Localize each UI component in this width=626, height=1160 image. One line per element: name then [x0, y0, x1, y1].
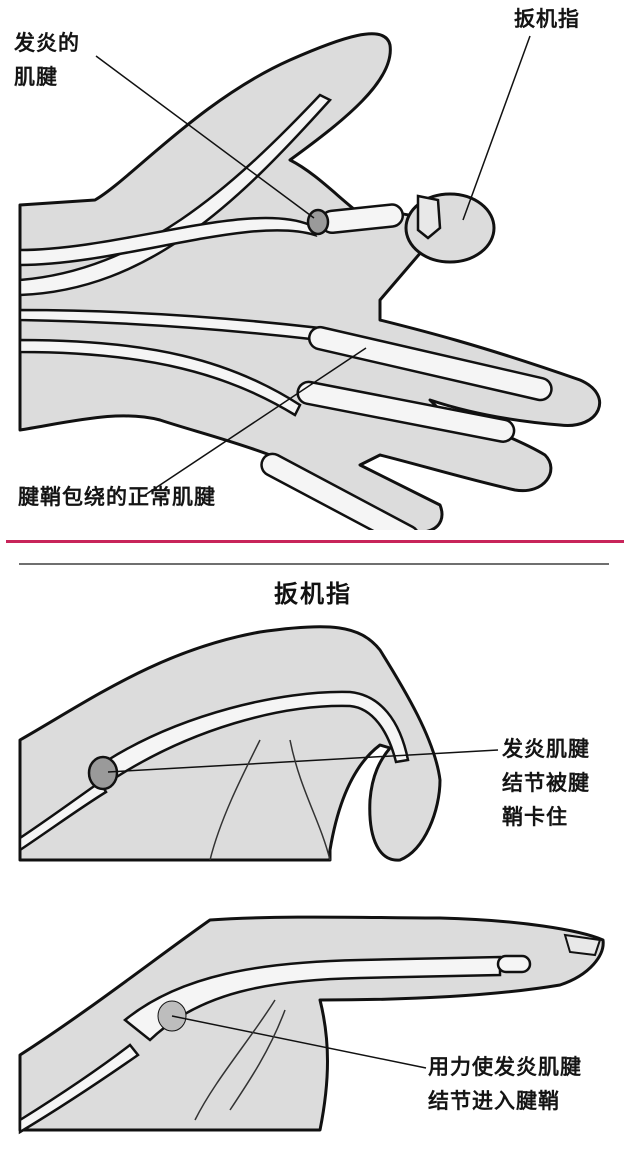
- inflamed-nodule: [306, 208, 330, 236]
- section-divider-accent: [6, 540, 624, 543]
- section-divider: [19, 563, 609, 565]
- inflamed-tendon-label: 发炎的 肌腱: [14, 31, 80, 89]
- trigger-finger-label: 扳机指: [514, 7, 580, 31]
- normal-tendon-label: 腱鞘包绕的正常肌腱: [18, 485, 216, 509]
- inflamed-nodule-bent: [87, 755, 119, 791]
- forced-nodule-label: 用力使发炎肌腱 结节进入腱鞘: [428, 1055, 582, 1113]
- trapped-nodule-label: 发炎肌腱 结节被腱 鞘卡住: [502, 737, 590, 829]
- palm-illustration: [18, 32, 602, 530]
- section-title: 扳机指: [274, 580, 352, 608]
